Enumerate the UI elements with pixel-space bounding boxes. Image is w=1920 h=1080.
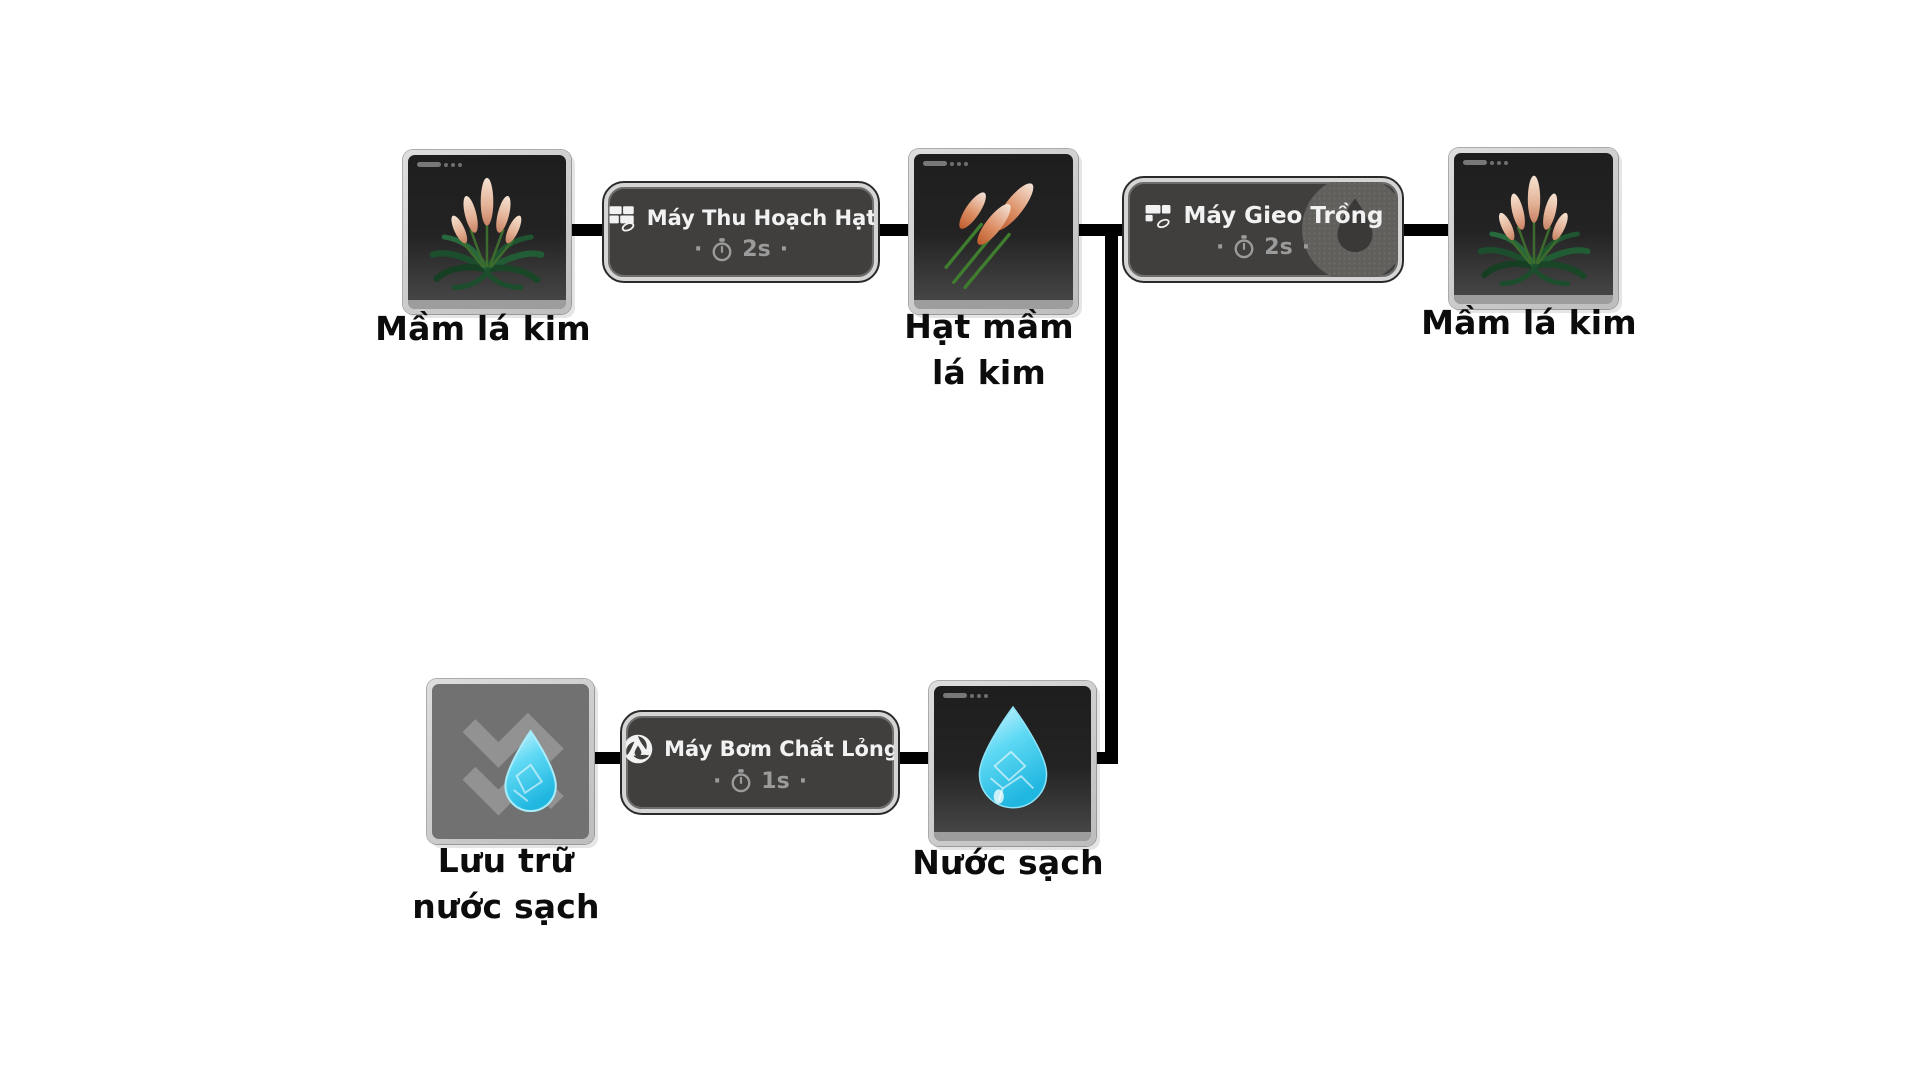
double-chevron-storage-icon xyxy=(462,712,564,815)
item-card-body xyxy=(408,155,566,309)
machine-timer-row: · 1s · xyxy=(713,769,807,794)
machine-time: 2s xyxy=(742,237,771,262)
turbine-pump-icon xyxy=(626,734,653,763)
item-node-seed[interactable] xyxy=(909,149,1078,314)
window-bar-icon xyxy=(1463,160,1508,165)
item-node-water-storage[interactable] xyxy=(427,679,594,844)
water-drop-icon xyxy=(978,705,1047,808)
item-label-water-storage: Lưu trữ nước sạch xyxy=(376,838,636,930)
item-node-seedling-right[interactable] xyxy=(1449,148,1618,309)
item-card-body xyxy=(914,154,1073,309)
edge-water-vertical-riser xyxy=(1105,224,1118,764)
conifer-seedling-icon xyxy=(1477,175,1590,286)
item-label-seed: Hạt mầm lá kim xyxy=(859,304,1119,396)
machine-title-row: Máy Gieo Trồng xyxy=(1142,200,1384,232)
conifer-seedling-icon xyxy=(429,177,545,290)
item-card-body xyxy=(432,684,589,839)
conifer-seeds-icon xyxy=(943,182,1033,289)
drop-watermark-icon xyxy=(1337,198,1373,253)
item-card-body xyxy=(1454,153,1613,304)
machine-node-planter[interactable]: Máy Gieo Trồng · 2s · xyxy=(1122,176,1404,283)
machine-title: Máy Gieo Trồng xyxy=(1183,202,1384,229)
timer-left-dot: · xyxy=(1215,234,1225,260)
item-label-seed-line2: lá kim xyxy=(932,353,1046,392)
machine-title-row: Máy Bơm Chất Lỏng xyxy=(626,732,898,766)
machine-leaf-icon xyxy=(1146,204,1171,228)
water-drop-overlay-icon xyxy=(503,728,557,812)
card-footer-strip xyxy=(914,300,1073,309)
item-label-seed-line1: Hạt mầm xyxy=(904,307,1074,346)
timer-right-dot: · xyxy=(779,237,789,262)
timer-right-dot: · xyxy=(1301,234,1311,260)
card-footer-strip xyxy=(934,832,1091,841)
water-requirement-watermark xyxy=(1302,182,1398,277)
window-bar-icon xyxy=(943,693,988,698)
machine-node-seed-harvester[interactable]: Máy Thu Hoạch Hạt · 2s · xyxy=(602,181,880,283)
machine-title: Máy Thu Hoạch Hạt xyxy=(646,206,877,230)
stopwatch-icon xyxy=(1234,235,1254,259)
window-bar-icon xyxy=(923,161,968,166)
window-bar-icon xyxy=(417,162,462,167)
machine-node-liquid-pump[interactable]: Máy Bơm Chất Lỏng · 1s · xyxy=(620,710,900,815)
machine-timer-row: · 2s · xyxy=(694,237,788,262)
machine-title: Máy Bơm Chất Lỏng xyxy=(664,736,898,761)
item-node-seedling-left[interactable] xyxy=(403,150,571,314)
item-label-clean-water: Nước sạch xyxy=(912,843,1104,882)
card-footer-strip xyxy=(408,300,566,309)
card-footer-strip xyxy=(1454,295,1613,304)
item-card-body xyxy=(934,686,1091,841)
panel-grid-leaf-icon xyxy=(609,206,634,232)
item-label-water-storage-line2: nước sạch xyxy=(412,887,600,926)
stopwatch-icon xyxy=(731,769,751,793)
machine-timer-row: · 2s · xyxy=(1216,235,1310,260)
timer-left-dot: · xyxy=(712,768,722,794)
machine-time: 2s xyxy=(1264,234,1293,260)
timer-right-dot: · xyxy=(798,768,808,794)
item-node-clean-water[interactable] xyxy=(929,681,1096,846)
machine-time: 1s xyxy=(761,768,790,794)
item-label-seedling-left: Mầm lá kim xyxy=(375,309,591,348)
item-label-water-storage-line1: Lưu trữ xyxy=(437,841,575,880)
edge-planter-to-seedling xyxy=(1390,224,1453,236)
stopwatch-icon xyxy=(712,237,732,261)
item-label-seedling-right: Mầm lá kim xyxy=(1421,303,1637,342)
timer-left-dot: · xyxy=(693,237,703,262)
machine-title-row: Máy Thu Hoạch Hạt xyxy=(608,202,877,234)
